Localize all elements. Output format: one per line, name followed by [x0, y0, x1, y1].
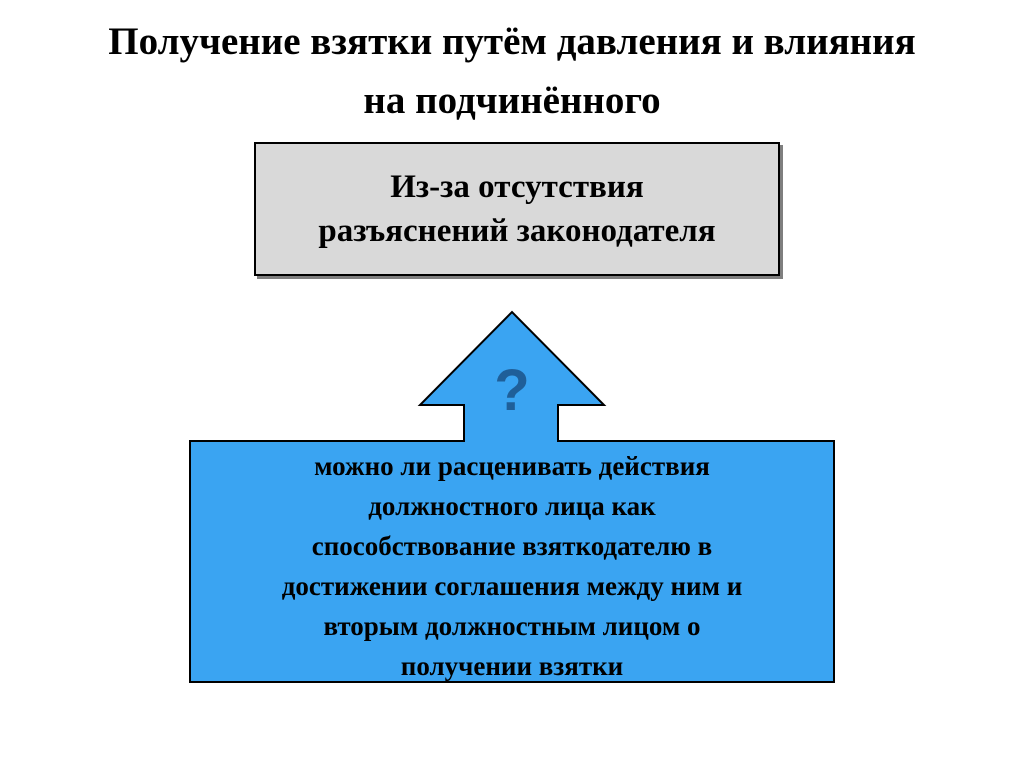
slide-title: Получение взятки путём давления и влияни… [0, 12, 1024, 130]
question-line-2: должностного лица как [368, 491, 656, 521]
question-mark-icon: ? [494, 358, 530, 423]
question-line-1: можно ли расценивать действия [314, 451, 710, 481]
question-line-6: получении взятки [400, 651, 624, 681]
reason-box: Из-за отсутствия разъяснений законодател… [254, 142, 780, 276]
question-line-5: вторым должностным лицом о [323, 611, 701, 641]
question-line-4: достижении соглашения между ним и [281, 571, 743, 601]
question-line-3: способствование взяткодателю в [311, 531, 713, 561]
reason-box-line-1: Из-за отсутствия [390, 169, 644, 205]
slide-title-line-2: на подчинённого [363, 79, 661, 122]
slide-title-line-1: Получение взятки путём давления и влияни… [108, 20, 916, 63]
reason-box-line-2: разъяснений законодателя [318, 213, 716, 249]
question-text: можно ли расценивать действия должностно… [190, 440, 834, 682]
up-arrow-callout-shape [189, 310, 835, 683]
